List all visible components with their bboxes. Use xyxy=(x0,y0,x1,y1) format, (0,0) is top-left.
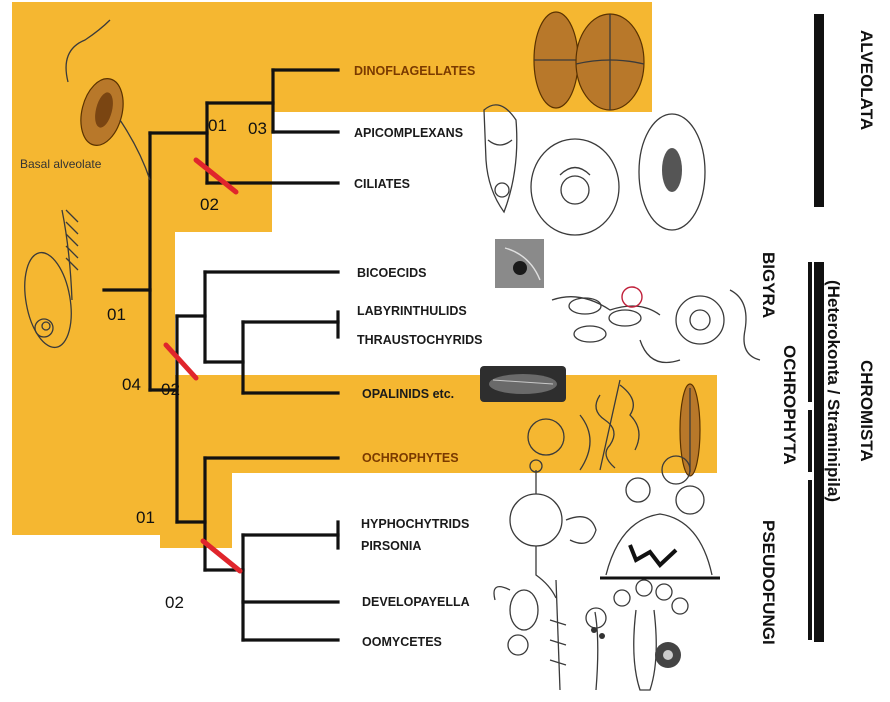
taxon-hyphochytrids: HYPHOCHYTRIDS xyxy=(361,517,469,531)
taxon-labyrinthulids: LABYRINTHULIDS xyxy=(357,304,467,318)
taxon-ochrophytes: OCHROPHYTES xyxy=(362,451,459,465)
alveolata-label: ALVEOLATA xyxy=(857,30,876,130)
node-label: 01 xyxy=(208,116,227,135)
taxon-thraustochyrids: THRAUSTOCHYRIDS xyxy=(357,333,482,347)
chromista-label: CHROMISTA xyxy=(857,360,876,462)
opalinid-photo xyxy=(480,366,566,402)
pseudofungi-label: PSEUDOFUNGI xyxy=(759,520,778,645)
chromista-bar xyxy=(814,262,824,642)
node-label: 02 xyxy=(200,195,219,214)
alveolata-bar xyxy=(814,14,824,207)
heterokonta-label: (Heterokonta / Straminipila) xyxy=(824,280,843,502)
bigyra-label: BIGYRA xyxy=(759,252,778,318)
node-label: 04 xyxy=(122,375,141,394)
ochrophyta-bar xyxy=(808,410,812,472)
taxon-opalinids: OPALINIDS etc. xyxy=(362,387,454,401)
ochrophyta-label: OCHROPHYTA xyxy=(780,345,799,465)
bicoecid-photo xyxy=(495,239,544,288)
taxon-developayella: DEVELOPAYELLA xyxy=(362,595,470,609)
pseudofungi-bar xyxy=(808,480,812,640)
node-label: 02 xyxy=(165,593,184,612)
bigyra-bar xyxy=(808,262,812,402)
node-label: 01 xyxy=(107,305,126,324)
taxon-oomycetes: OOMYCETES xyxy=(362,635,442,649)
taxon-apicomplexans: APICOMPLEXANS xyxy=(354,126,463,140)
taxon-ciliates: CILIATES xyxy=(354,177,410,191)
node-label: 02 xyxy=(161,380,180,399)
taxon-pirsonia: PIRSONIA xyxy=(361,539,421,553)
taxon-bicoecids: BICOECIDS xyxy=(357,266,426,280)
taxon-dinoflagellates: DINOFLAGELLATES xyxy=(354,64,475,78)
dinoflagellate-illustration xyxy=(534,12,644,110)
basal-alveolate-label: Basal alveolate xyxy=(20,157,102,171)
node-label: 03 xyxy=(248,119,267,138)
